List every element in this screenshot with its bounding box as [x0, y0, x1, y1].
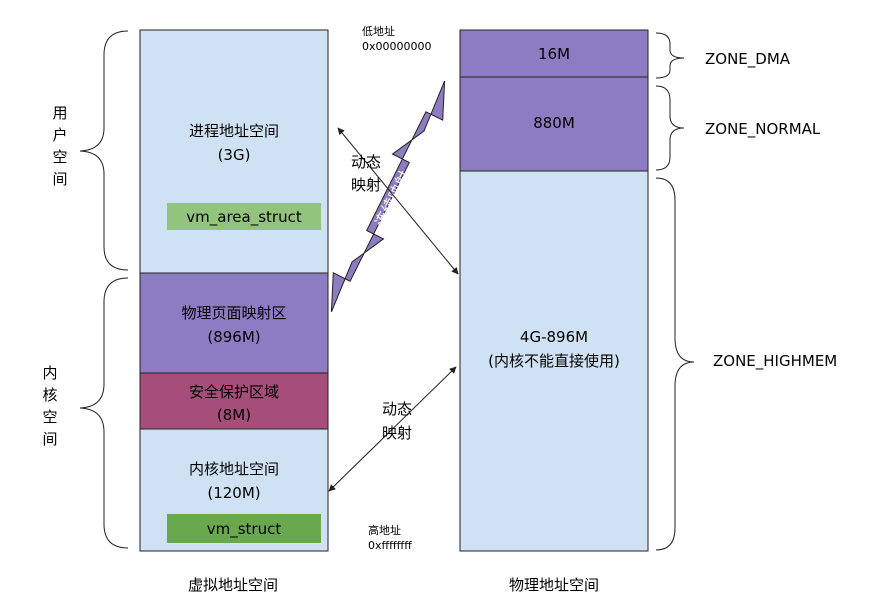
kernel-space-char-3: 空 [42, 408, 57, 426]
direct-map-label-line2: (896M) [207, 328, 260, 346]
user-space-char-1: 用 [52, 104, 67, 122]
zone-dma-brace [655, 32, 685, 79]
kernel-space-char-1: 内 [42, 364, 57, 382]
vm-area-struct-label: vm_area_struct [186, 208, 302, 227]
dynamic-mapping-bottom-line1: 动态 [382, 400, 412, 418]
user-space-brace [79, 30, 129, 271]
user-space-char-3: 空 [52, 148, 67, 166]
zone-normal-size-label: 880M [533, 114, 575, 132]
physical-space-caption: 物理地址空间 [509, 576, 599, 594]
kernel-space-brace [79, 277, 129, 549]
vm-struct-label: vm_struct [207, 520, 282, 539]
zone-normal-block [459, 76, 649, 172]
virtual-space-caption: 虚拟地址空间 [188, 576, 278, 594]
user-space-label-line1: 进程地址空间 [189, 122, 279, 140]
direct-map-block [139, 272, 329, 374]
direct-map-label-line1: 物理页面映射区 [181, 304, 286, 322]
dynamic-mapping-arrow-top [337, 127, 459, 275]
vm-struct-block [167, 514, 321, 543]
high-address-label: 高地址 [368, 523, 401, 537]
zone-dma-block [459, 29, 649, 78]
zone-highmem-label: ZONE_HIGHMEM [713, 352, 837, 371]
zone-highmem-block [459, 170, 649, 552]
zone-highmem-size-label-line2: (内核不能直接使用) [488, 352, 620, 370]
zone-highmem-brace [655, 177, 695, 551]
user-space-label-line2: (3G) [218, 146, 251, 164]
dynamic-mapping-bottom-line2: 映射 [382, 424, 412, 442]
low-address-value: 0x00000000 [362, 40, 432, 53]
dynamic-mapping-top-line1: 动态 [351, 153, 381, 171]
high-address-value: 0xffffffff [368, 539, 412, 552]
guard-area-label-line1: 安全保护区域 [189, 383, 279, 401]
dynamic-mapping-top-line2: 映射 [351, 176, 381, 194]
zone-dma-label: ZONE_DMA [705, 50, 791, 69]
zone-normal-label: ZONE_NORMAL [705, 120, 821, 139]
zone-dma-size-label: 16M [538, 45, 570, 63]
kernel-space-label-line1: 内核地址空间 [189, 460, 279, 478]
kernel-space-char-4: 间 [42, 430, 57, 448]
low-address-label: 低地址 [362, 24, 395, 38]
guard-area-label-line2: (8M) [217, 406, 251, 424]
dynamic-mapping-arrow-bottom [328, 366, 457, 492]
user-space-char-4: 间 [52, 170, 67, 188]
guard-area-block [139, 372, 329, 430]
kernel-space-char-2: 核 [42, 386, 57, 404]
vm-area-struct-block [167, 203, 321, 230]
zone-normal-brace [655, 85, 685, 171]
user-space-block [139, 29, 329, 274]
kernel-space-label-line2: (120M) [207, 484, 260, 502]
zone-highmem-size-label-line1: 4G-896M [520, 328, 588, 346]
user-space-char-2: 户 [52, 126, 67, 144]
